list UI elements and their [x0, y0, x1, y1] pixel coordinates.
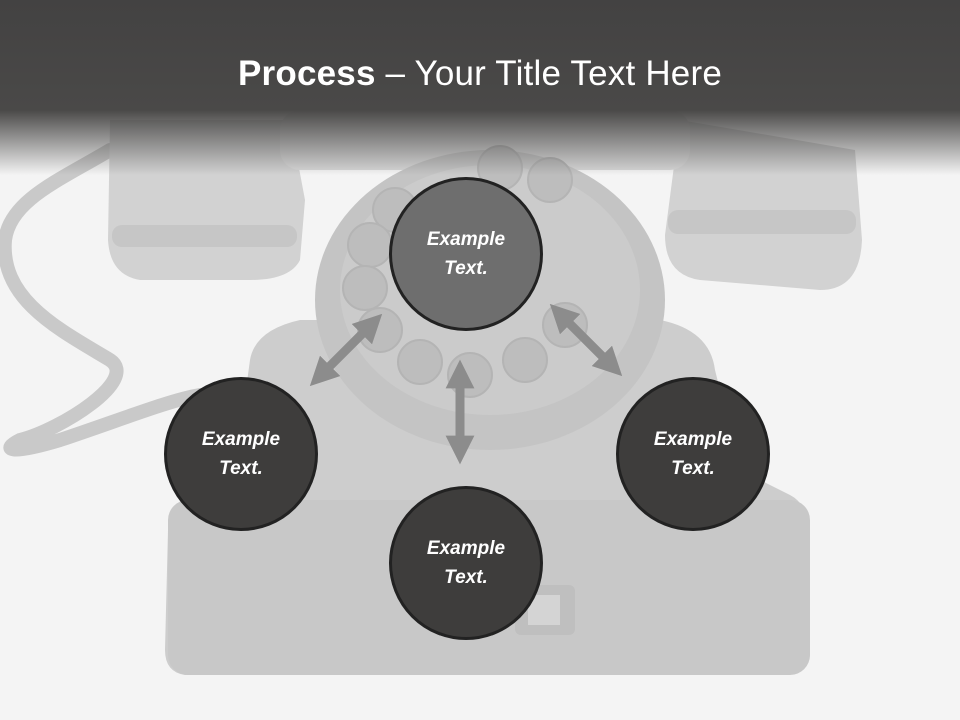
node-text-line2: Text. — [444, 258, 488, 279]
process-node-top: Example Text. — [389, 177, 543, 331]
title-bar — [0, 0, 960, 175]
slide-title: Process – Your Title Text Here — [0, 52, 960, 96]
node-text-line2: Text. — [444, 567, 488, 588]
node-text-line1: Example — [426, 538, 506, 559]
arrow-top-right — [549, 303, 623, 377]
node-text-line2: Text. — [671, 458, 715, 479]
arrow-top-left — [309, 313, 383, 387]
node-text-line1: Example — [426, 229, 506, 250]
process-node-right: Example Text. — [616, 377, 770, 531]
slide-title-rest: – Your Title Text Here — [375, 54, 722, 93]
node-text-line1: Example — [201, 429, 281, 450]
node-text-line1: Example — [653, 429, 733, 450]
slide-title-bold: Process — [238, 54, 376, 93]
process-node-bottom: Example Text. — [389, 486, 543, 640]
process-node-left: Example Text. — [164, 377, 318, 531]
node-text-line2: Text. — [219, 458, 263, 479]
